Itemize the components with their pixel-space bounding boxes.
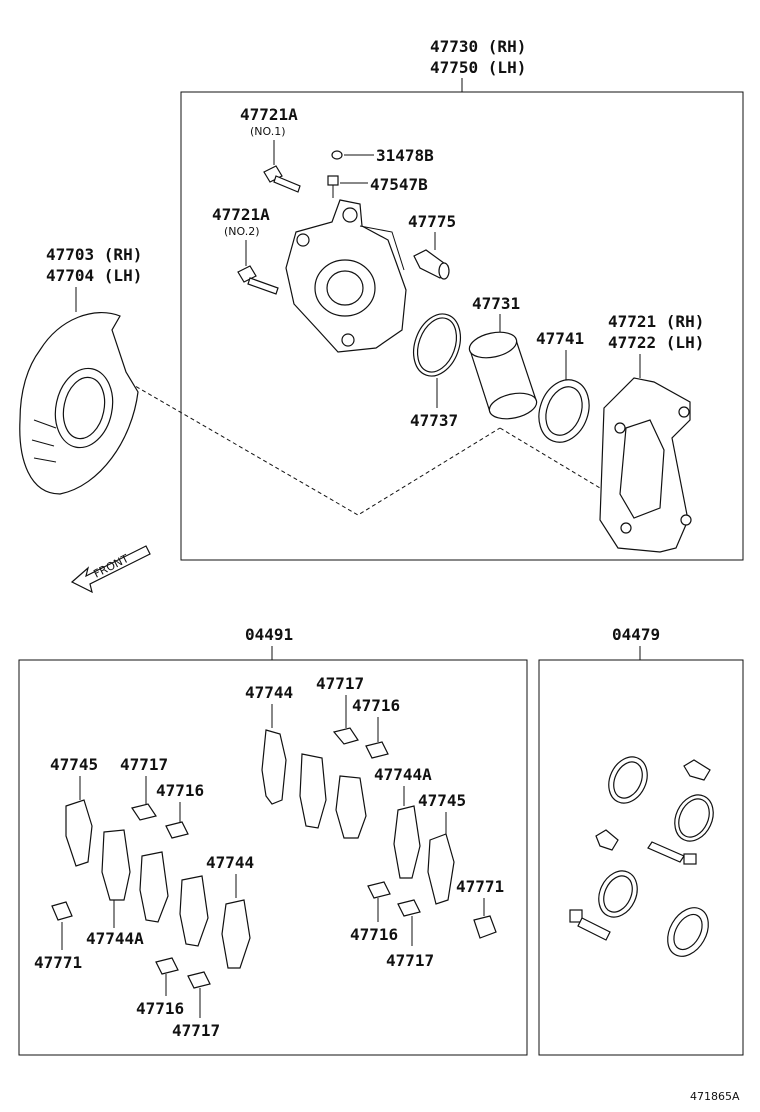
ck-pin-b-part bbox=[569, 909, 611, 941]
pk-clip-top-a-part bbox=[332, 727, 359, 745]
dust-shield-part bbox=[19, 312, 139, 495]
pk-clip-left-b-part bbox=[165, 821, 189, 839]
label-bleeder-plug: 47547B bbox=[370, 175, 428, 194]
label-slide-pin-no2-note: (NO.2) bbox=[224, 225, 260, 238]
label-pk-47717-top: 47717 bbox=[316, 674, 364, 693]
ck-seal-ring-c-part bbox=[598, 870, 638, 918]
pk-pad-left-a-part bbox=[101, 829, 131, 901]
slide-pin-no1-part bbox=[263, 165, 301, 193]
cylinder-kit-frame bbox=[538, 659, 744, 1056]
label-caliper-lh: 47750 (LH) bbox=[430, 58, 526, 77]
label-pk-47717-bottom: 47717 bbox=[172, 1021, 220, 1040]
label-shield-lh: 47704 (LH) bbox=[46, 266, 142, 285]
pk-wear-right-part bbox=[473, 915, 497, 939]
pk-pad-top-a-part bbox=[299, 753, 327, 829]
pk-pad-top-b-part bbox=[335, 775, 367, 839]
pk-shim-left-part bbox=[65, 799, 93, 867]
label-pk-47716-left: 47716 bbox=[156, 781, 204, 800]
label-front: FRONT bbox=[91, 552, 131, 581]
pk-clip-left-a-part bbox=[131, 803, 157, 821]
piston-part bbox=[468, 331, 538, 420]
ck-pin-a-part bbox=[647, 841, 697, 865]
pk-clip-right-a-part bbox=[367, 881, 391, 899]
label-pk-47717-left: 47717 bbox=[120, 755, 168, 774]
label-mounting-lh: 47722 (LH) bbox=[608, 333, 704, 352]
bushing-part bbox=[413, 249, 450, 280]
label-pk-47716-right: 47716 bbox=[350, 925, 398, 944]
label-pk-47717-right: 47717 bbox=[386, 951, 434, 970]
label-pk-47744A-left: 47744A bbox=[86, 929, 144, 948]
pk-wear-left-part bbox=[51, 901, 73, 921]
pk-clip-top-b-part bbox=[365, 741, 389, 759]
pad-kit-frame bbox=[18, 659, 528, 1056]
label-bushing: 47775 bbox=[408, 212, 456, 231]
label-shield-rh: 47703 (RH) bbox=[46, 245, 142, 264]
label-bleeder-cap: 31478B bbox=[376, 146, 434, 165]
pk-clip-bottom-b-part bbox=[187, 971, 211, 989]
pk-pad-mid-part bbox=[221, 899, 251, 969]
label-piston: 47731 bbox=[472, 294, 520, 313]
assembly-dashline-bracket bbox=[499, 427, 601, 489]
pk-pad-right-a-part bbox=[393, 805, 421, 879]
label-caliper-rh: 47730 (RH) bbox=[430, 37, 526, 56]
label-pk-47716-bottom: 47716 bbox=[136, 999, 184, 1018]
label-slide-pin-no1: 47721A bbox=[240, 105, 298, 124]
label-pk-47744A-right: 47744A bbox=[374, 765, 432, 784]
ck-bushing-part bbox=[683, 759, 711, 781]
assembly-dashline-shield bbox=[129, 382, 501, 516]
label-slide-pin-no1-note: (NO.1) bbox=[250, 125, 286, 138]
label-cylinder-kit: 04479 bbox=[612, 625, 660, 644]
mounting-bracket-part bbox=[599, 377, 692, 553]
pk-shim-top-part bbox=[261, 729, 287, 805]
front-arrow-icon bbox=[70, 545, 151, 594]
diagram-id: 471865A bbox=[690, 1090, 740, 1103]
slide-pin-no2-part bbox=[237, 265, 279, 295]
label-pk-47744-mid: 47744 bbox=[206, 853, 254, 872]
bleeder-plug-part bbox=[327, 175, 339, 198]
pk-pad-left-c-part bbox=[179, 875, 209, 947]
ck-dust-seal-part bbox=[667, 907, 709, 957]
label-mounting-rh: 47721 (RH) bbox=[608, 312, 704, 331]
label-pk-47771-right: 47771 bbox=[456, 877, 504, 896]
pk-clip-bottom-a-part bbox=[155, 957, 179, 975]
caliper-body-part bbox=[285, 199, 407, 353]
label-pk-47744-top: 47744 bbox=[245, 683, 293, 702]
seal-part bbox=[538, 379, 590, 443]
label-pk-47771-left: 47771 bbox=[34, 953, 82, 972]
bleeder-cap-part bbox=[331, 150, 343, 160]
label-seal: 47741 bbox=[536, 329, 584, 348]
label-slide-pin-no2: 47721A bbox=[212, 205, 270, 224]
pk-pad-left-b-part bbox=[139, 851, 169, 923]
label-pk-47745-right: 47745 bbox=[418, 791, 466, 810]
label-piston-seal: 47737 bbox=[410, 411, 458, 430]
pk-shim-right-part bbox=[427, 833, 455, 905]
ck-seal-ring-a-part bbox=[608, 756, 648, 804]
ck-seal-ring-b-part bbox=[674, 794, 714, 842]
pk-clip-right-b-part bbox=[397, 899, 421, 917]
label-pk-47716-top: 47716 bbox=[352, 696, 400, 715]
ck-boot-part bbox=[595, 829, 619, 851]
label-pad-kit: 04491 bbox=[245, 625, 293, 644]
label-pk-47745-left: 47745 bbox=[50, 755, 98, 774]
piston-seal-part bbox=[413, 313, 461, 377]
